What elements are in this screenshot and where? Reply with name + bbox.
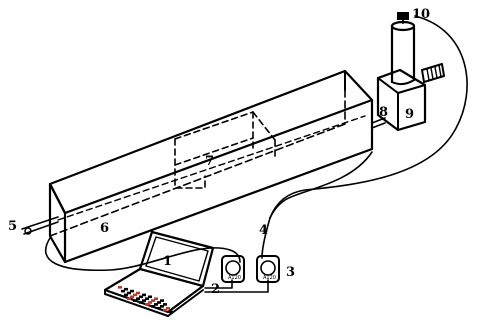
keyboard-key	[139, 301, 143, 304]
keyboard-key	[124, 294, 128, 297]
motor-cylinder-bottom	[392, 80, 414, 84]
laptop	[105, 232, 213, 316]
label-5: 5	[8, 219, 17, 234]
label-2: 2	[211, 282, 220, 297]
keyboard-key	[118, 286, 122, 289]
duct-top-face	[50, 71, 372, 213]
laptop-base-edge-front	[105, 294, 168, 316]
duct-bottom-edge	[65, 149, 372, 262]
keyboard-key	[133, 299, 137, 302]
label-9: 9	[405, 107, 414, 122]
label-1: 1	[163, 254, 172, 269]
wire-duct-to-junction	[270, 152, 372, 218]
meter-right-label: A120	[263, 275, 276, 281]
shaft-knob	[397, 12, 409, 20]
meter-right-dial-icon	[261, 261, 275, 275]
laptop-keyboard	[118, 286, 173, 313]
keyboard-key	[163, 309, 167, 312]
wiring	[46, 16, 467, 292]
wire-motor-to-junction	[270, 16, 467, 218]
rod-right-outer-2	[372, 123, 385, 128]
laptop-base-edge-right	[168, 290, 203, 316]
keyboard-key	[169, 311, 173, 314]
test-section-top-back	[175, 112, 253, 139]
fan-grille-icon	[422, 64, 444, 82]
label-3: 3	[286, 265, 295, 280]
test-section-top-right	[253, 112, 275, 140]
label-6: 6	[100, 221, 109, 236]
keyboard-key	[127, 297, 131, 300]
label-7: 7	[205, 154, 214, 169]
label-4: 4	[259, 223, 268, 238]
motor-box-top-left	[378, 78, 398, 93]
keyboard-key	[121, 290, 125, 293]
label-8: 8	[379, 105, 388, 120]
keyboard-key	[157, 307, 161, 310]
keyboard-key	[145, 303, 149, 306]
keyboard-key	[151, 305, 155, 308]
rod-left-outer	[22, 217, 58, 229]
meter-left: A120	[222, 256, 244, 282]
motor-cylinder-sides	[392, 26, 414, 82]
meter-right: A120	[257, 256, 279, 282]
test-section	[175, 112, 275, 188]
motor-box-outline	[378, 70, 425, 130]
meter-left-dial-icon	[226, 261, 240, 275]
label-10: 10	[412, 7, 430, 22]
motor-box-top-right	[398, 85, 425, 93]
meter-left-label: A120	[228, 275, 241, 281]
duct-hidden-back-edge	[50, 124, 345, 236]
